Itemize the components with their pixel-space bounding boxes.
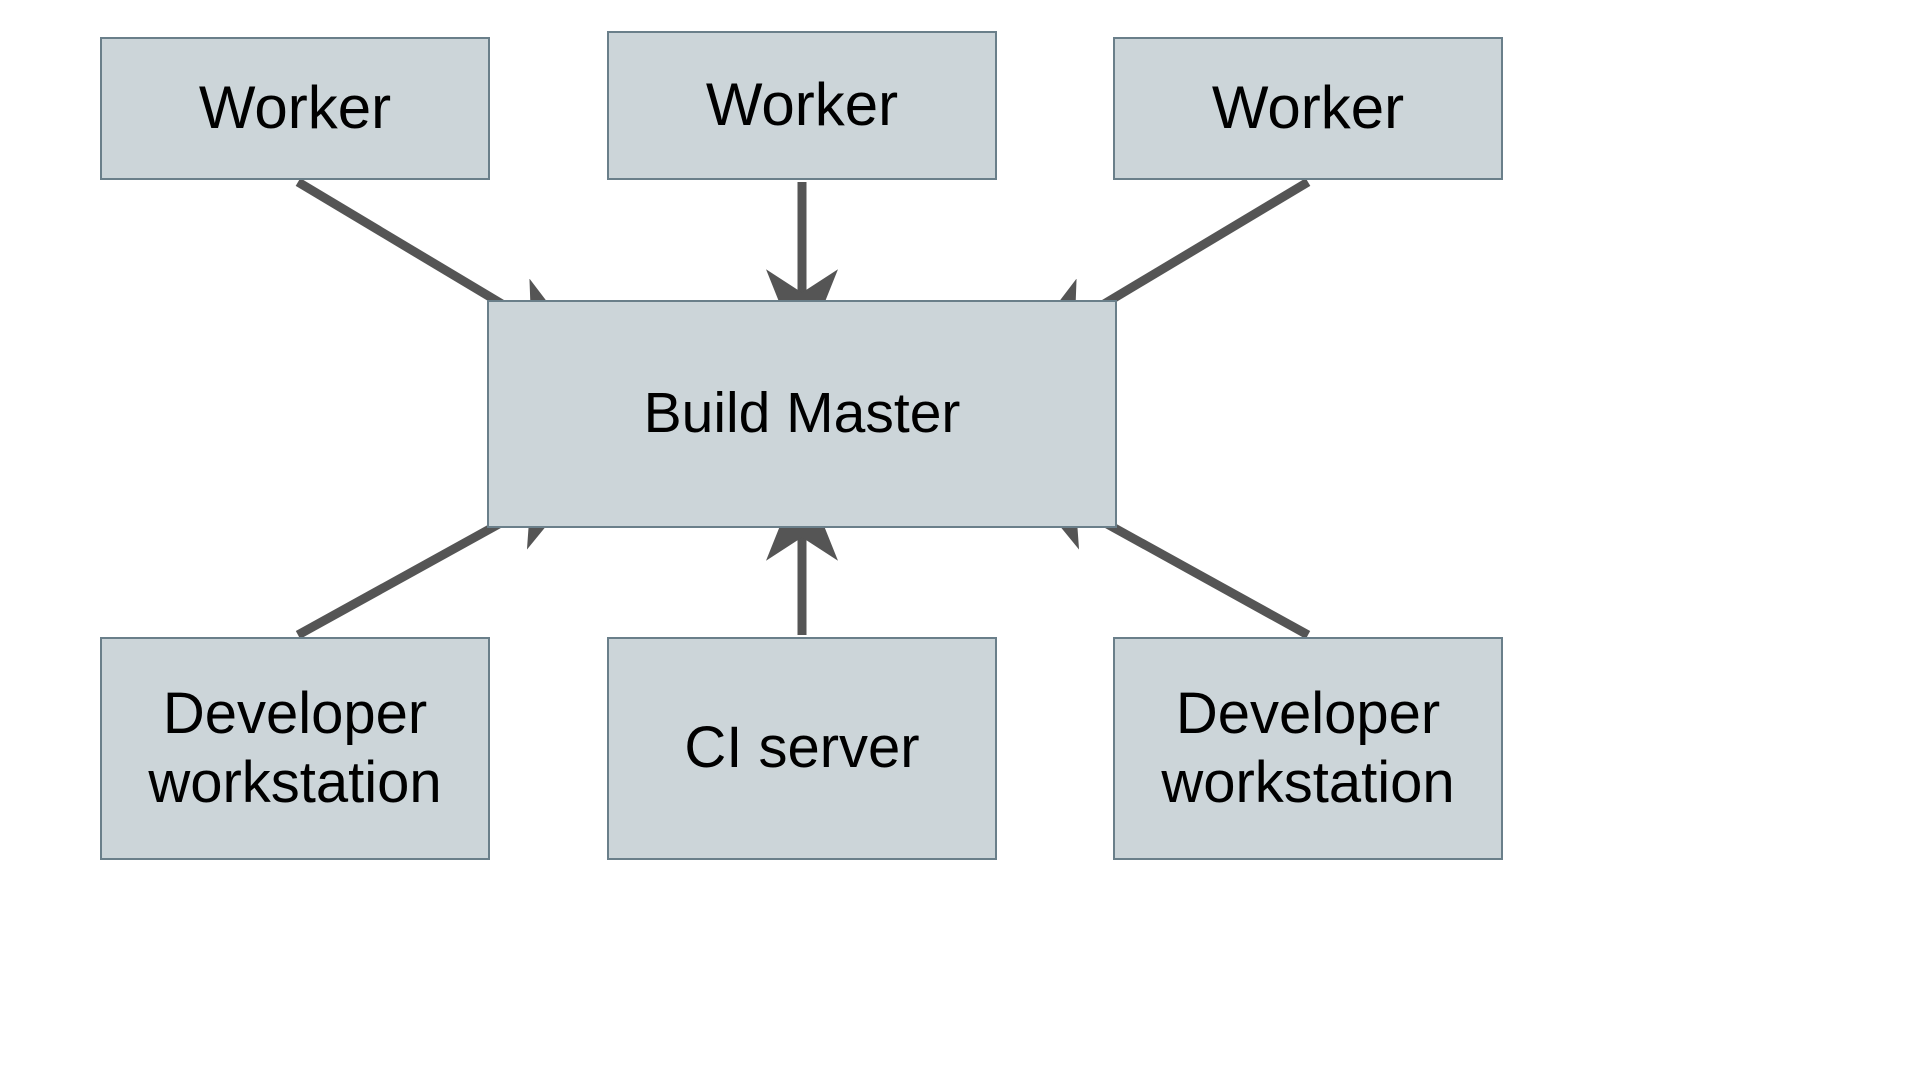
node-worker-1-label: Worker — [198, 74, 392, 142]
node-ci-server-label: CI server — [684, 715, 920, 781]
node-build-master-label: Build Master — [643, 381, 961, 446]
node-worker-2[interactable]: Worker — [607, 31, 997, 180]
node-developer-workstation-2[interactable]: Developer workstation — [1113, 637, 1503, 860]
node-developer-workstation-1[interactable]: Developer workstation — [100, 637, 490, 860]
node-build-master[interactable]: Build Master — [487, 300, 1117, 528]
node-worker-2-label: Worker — [705, 71, 899, 139]
node-developer-workstation-2-label: Developer workstation — [1161, 681, 1455, 815]
node-worker-3-label: Worker — [1211, 74, 1405, 142]
node-worker-3[interactable]: Worker — [1113, 37, 1503, 180]
node-developer-workstation-1-label: Developer workstation — [148, 681, 442, 815]
node-ci-server[interactable]: CI server — [607, 637, 997, 860]
node-worker-1[interactable]: Worker — [100, 37, 490, 180]
